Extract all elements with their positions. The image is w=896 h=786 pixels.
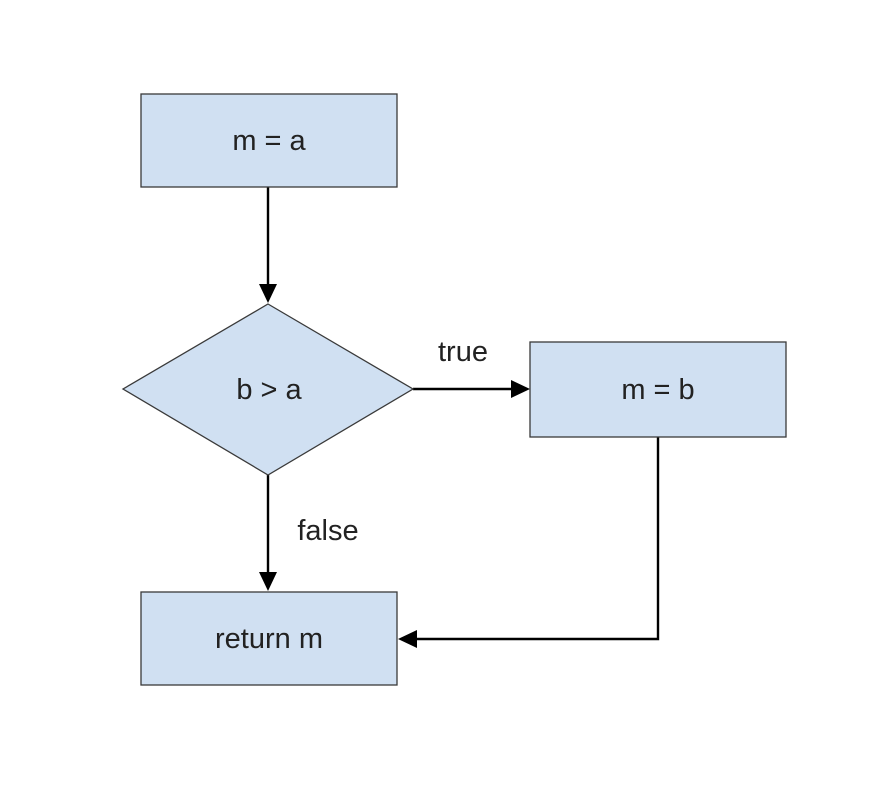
edge-label-false: false [297,515,358,547]
arrowhead [259,572,277,591]
edge-assign-b-to-return [398,437,660,648]
node-assign-b: m = b [529,341,787,438]
edge-label-true: true [438,336,488,368]
node-assign-a: m = a [140,93,398,188]
edge-compare-to-assign-b: true [413,336,530,398]
arrowhead [398,630,417,648]
edge-assign-a-to-compare [259,187,277,303]
arrowhead [259,284,277,303]
node-compare: b > a [121,303,415,476]
node-return: return m [140,591,398,686]
arrowhead [511,380,530,398]
node-label: b > a [236,374,302,406]
node-label: m = a [232,125,306,157]
node-label: m = b [621,374,694,406]
edge-compare-to-return: false [259,475,359,591]
node-label: return m [215,623,323,655]
